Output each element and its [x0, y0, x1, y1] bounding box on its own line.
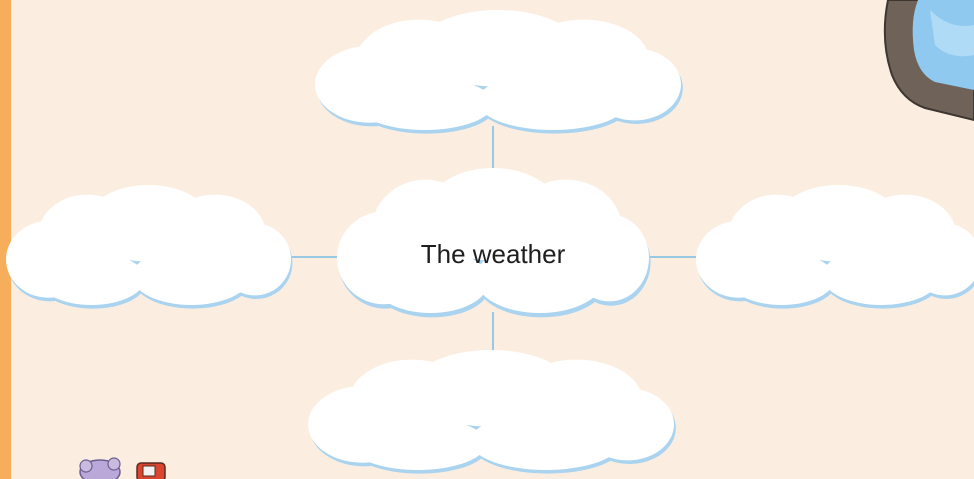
cloud-right: [696, 185, 974, 309]
cloud-bottom: [308, 350, 676, 474]
central-topic-label: The weather: [343, 236, 643, 272]
cloud-left: [6, 185, 292, 309]
cloud-top: [315, 10, 683, 134]
picture-frame-illustration: [885, 0, 974, 120]
character-illustration: [80, 458, 165, 479]
